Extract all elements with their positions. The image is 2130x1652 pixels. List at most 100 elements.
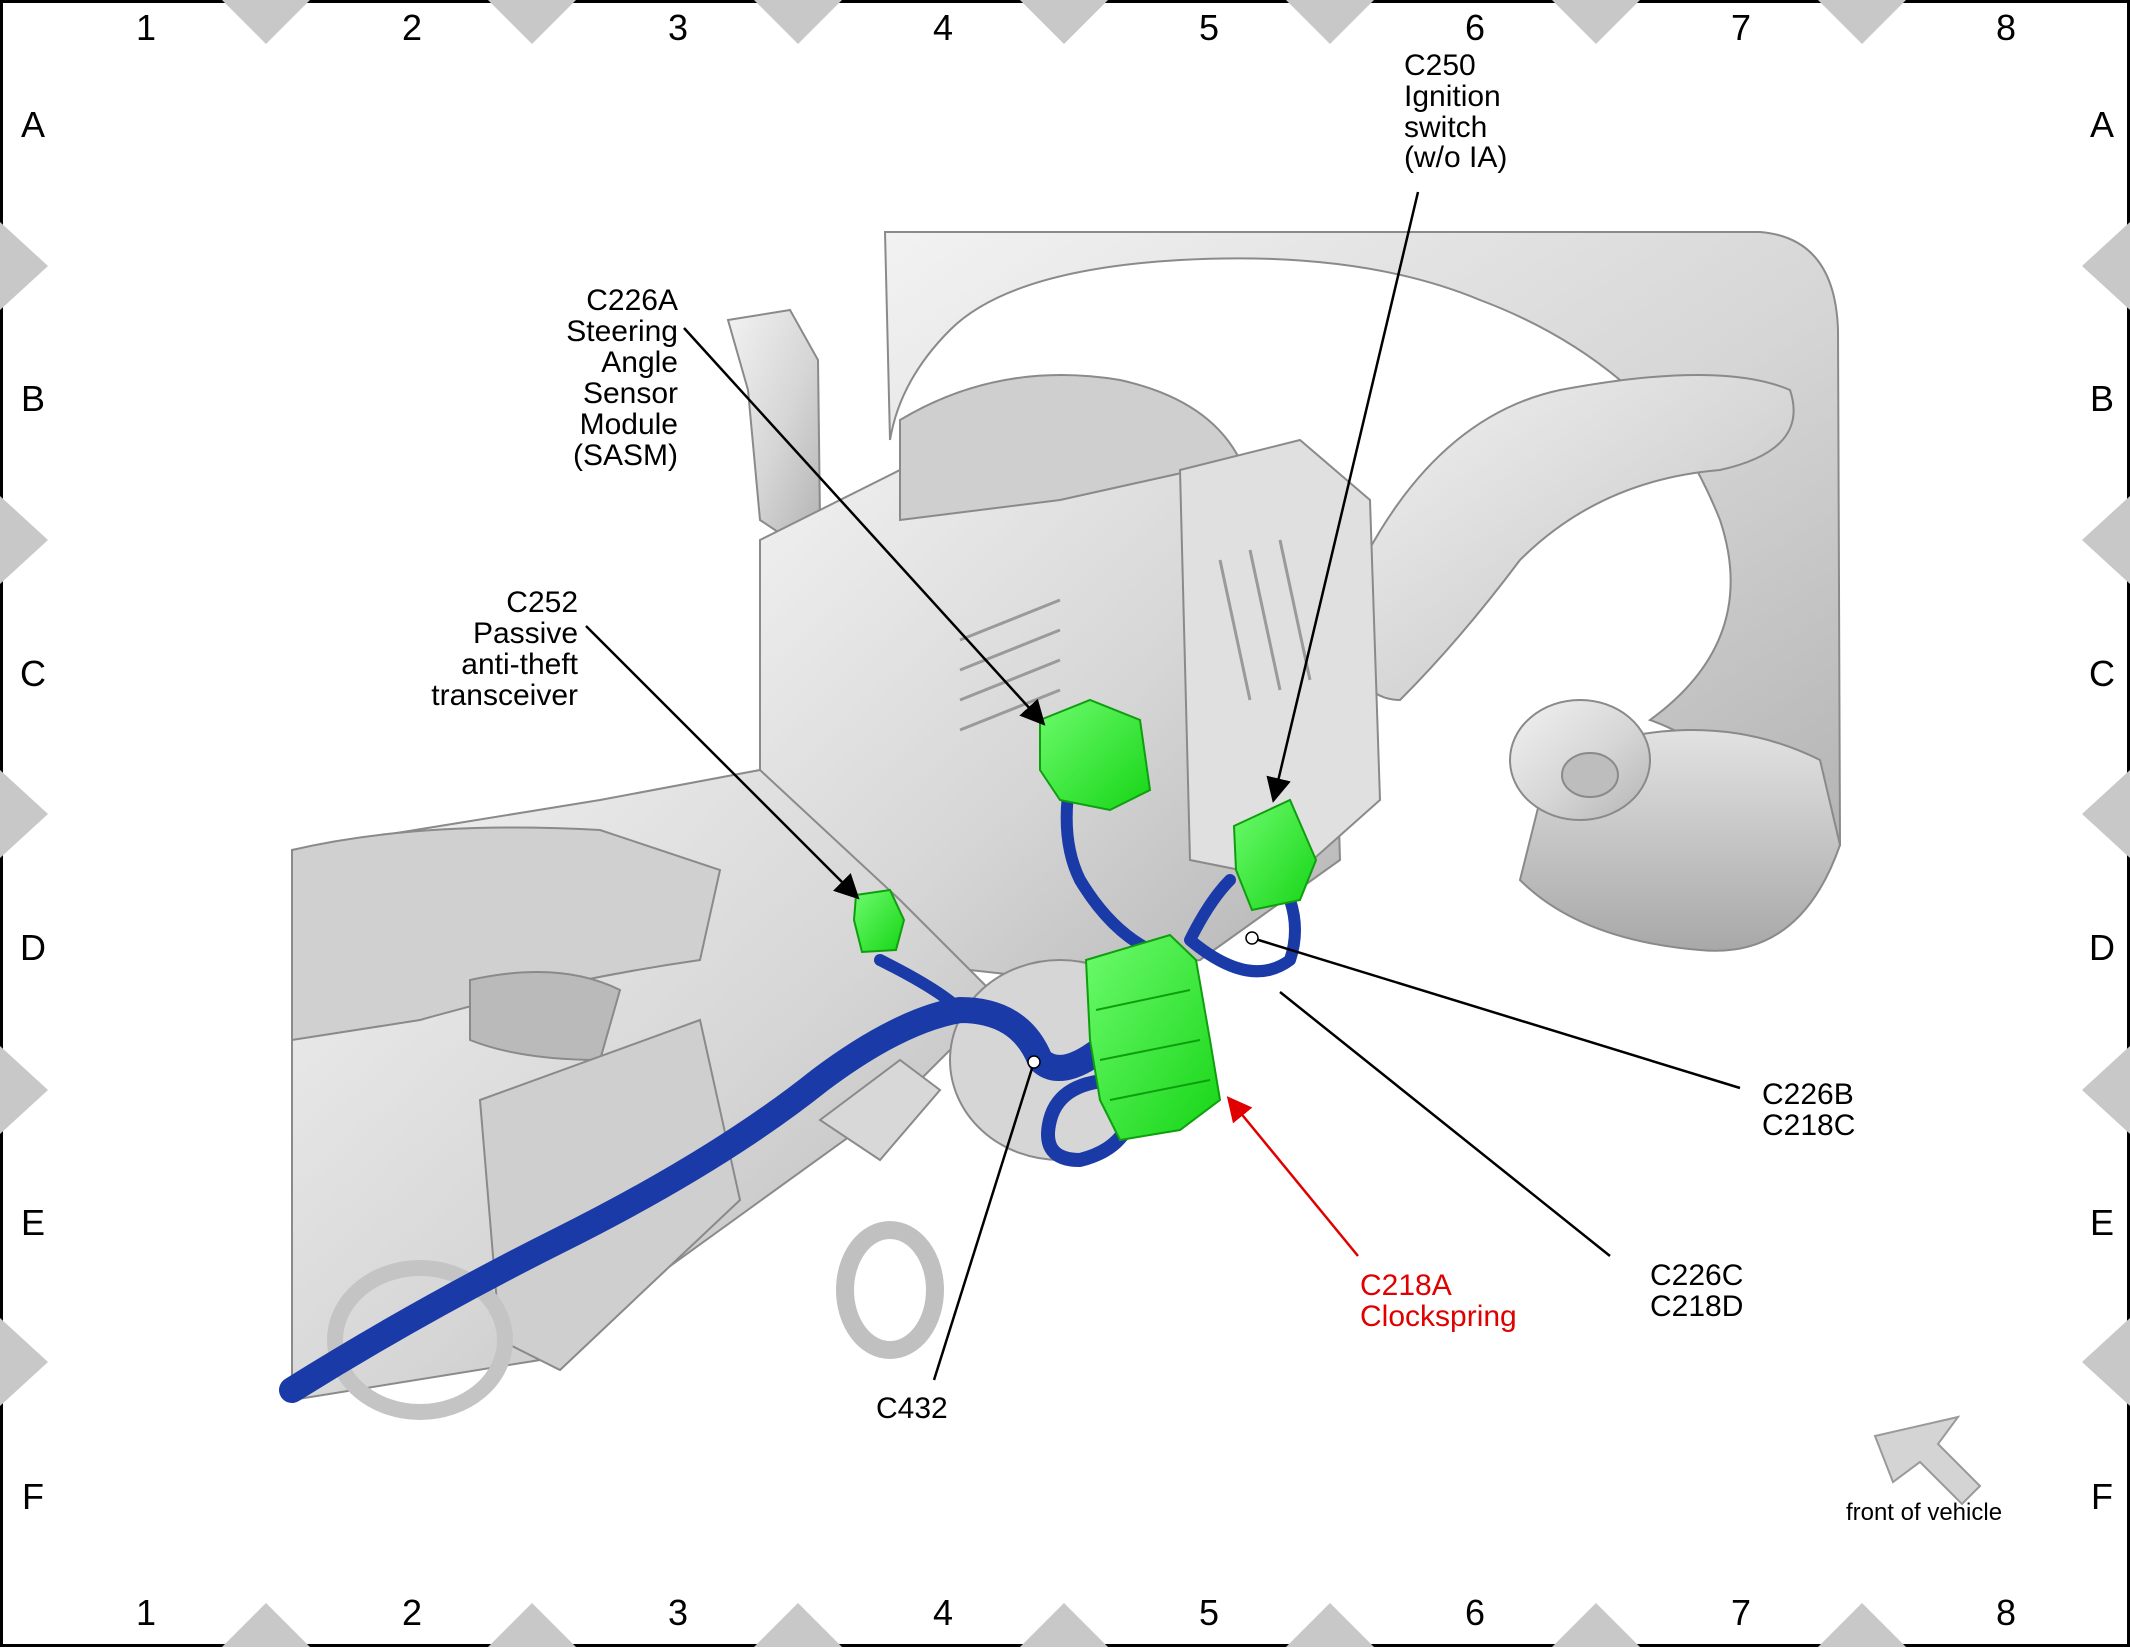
column-ring: [327, 1260, 513, 1420]
grid-column-labels-bottom: 1 2 3 4 5 6 7 8: [136, 1592, 2016, 1633]
harness-branch-ignition: [1184, 874, 1301, 978]
grid-row-label: D: [20, 927, 46, 968]
leader-c226b: [1251, 936, 1741, 1090]
leader-c226c: [1279, 991, 1611, 1257]
grid-col-label: 4: [933, 7, 953, 48]
callout-c226a-line: Angle: [601, 346, 678, 379]
callout-c432-line: C432: [876, 1392, 948, 1425]
bottom-marker: [1818, 1603, 1906, 1647]
grid-col-label: 8: [1996, 1592, 2016, 1633]
grid-column-labels-top: 1 2 3 4 5 6 7 8: [136, 7, 2016, 48]
callout-c250-line: (w/o IA): [1404, 141, 1507, 174]
front-of-vehicle-indicator: front of vehicle: [1846, 1415, 2002, 1526]
callout-c252-line: transceiver: [431, 679, 578, 712]
callout-c226c-line: C218D: [1650, 1290, 1743, 1323]
grid-row-label: C: [20, 653, 46, 694]
grid-row-label: B: [21, 378, 45, 419]
callout-c250-line: switch: [1404, 111, 1487, 144]
module-vents: [959, 539, 1312, 732]
callout-c252-line: anti-theft: [461, 648, 578, 681]
steering-column-illustration: [291, 231, 1842, 1420]
grid-col-label: 8: [1996, 7, 2016, 48]
left-marker: [0, 770, 48, 858]
grid-col-label: 2: [402, 1592, 422, 1633]
callout-c226a-line: Module: [580, 408, 678, 441]
left-marker: [0, 1046, 48, 1134]
callout-c226c: C226C C218D: [1650, 1259, 1743, 1323]
connectors: [852, 698, 1318, 1142]
pin-c432: [1027, 1055, 1041, 1069]
grid-row-label: A: [21, 104, 45, 145]
front-of-vehicle-label: front of vehicle: [1846, 1499, 2002, 1526]
steering-wheel-button: [1561, 752, 1619, 798]
callout-c226c-line: C226C: [1650, 1259, 1743, 1292]
callout-c226a-line: Sensor: [583, 377, 678, 410]
callout-c252: C252 Passive anti-theft transceiver: [431, 586, 578, 712]
grid-row-label: F: [2091, 1476, 2113, 1517]
callout-c226b-line: C226B: [1762, 1078, 1854, 1111]
grid-col-label: 2: [402, 7, 422, 48]
pin-c226b: [1245, 931, 1259, 945]
callout-c226b-line: C218C: [1762, 1109, 1855, 1142]
wiring-harness: [279, 774, 1301, 1403]
callout-c218a-line: Clockspring: [1360, 1300, 1517, 1333]
leader-c252: [585, 625, 860, 900]
grid-col-label: 7: [1731, 1592, 1751, 1633]
harness-loop: [1041, 1073, 1137, 1167]
grid-row-label: E: [2090, 1202, 2114, 1243]
callout-c252-line: C252: [506, 586, 578, 619]
grid-row-label: E: [21, 1202, 45, 1243]
left-marker: [0, 1318, 48, 1406]
callout-c226a-line: C226A: [586, 284, 678, 317]
bottom-marker: [1286, 1603, 1374, 1647]
top-marker: [1286, 0, 1374, 44]
connector-c252: [852, 888, 906, 954]
grid-col-label: 4: [933, 1592, 953, 1633]
tilt-lever-ring: [836, 1221, 944, 1359]
leader-c226a: [683, 327, 1046, 726]
leader-c250: [1266, 191, 1420, 803]
arrow-down-left-icon: [1873, 1415, 1982, 1506]
bottom-marker: [754, 1603, 842, 1647]
grid-row-labels-right: A B C D E F: [2089, 104, 2115, 1517]
harness-branch-sasm: [1060, 774, 1156, 956]
harness-branch-c252: [874, 954, 966, 1016]
harness-main: [279, 997, 1113, 1403]
top-marker: [754, 0, 842, 44]
right-marker: [2082, 222, 2130, 310]
grid-col-label: 6: [1465, 1592, 1485, 1633]
grid-row-label: C: [2089, 653, 2115, 694]
grid-row-label: A: [2090, 104, 2114, 145]
leader-c432: [932, 1061, 1036, 1381]
callout-c432: C432: [876, 1392, 948, 1425]
callout-c226a-line: Steering: [566, 315, 678, 348]
grid-col-label: 6: [1465, 7, 1485, 48]
grid-row-label: B: [2090, 378, 2114, 419]
leader-c218a: [1226, 1096, 1359, 1257]
instrument-cowl: [899, 374, 1242, 522]
callout-c252-line: Passive: [473, 617, 578, 650]
callout-c250-line: C250: [1404, 49, 1476, 82]
grid-col-label: 1: [136, 7, 156, 48]
callout-c226a: C226A Steering Angle Sensor Module (SASM…: [566, 284, 678, 472]
callout-c250: C250 Ignition switch (w/o IA): [1404, 49, 1507, 174]
right-marker: [2082, 1046, 2130, 1134]
top-marker: [1552, 0, 1640, 44]
callout-c226a-line: (SASM): [573, 439, 678, 472]
right-marker: [2082, 496, 2130, 584]
callout-c218a: C218A Clockspring: [1360, 1269, 1517, 1333]
steering-wheel-spoke-right: [1338, 374, 1795, 702]
bottom-marker: [1552, 1603, 1640, 1647]
left-marker: [0, 496, 48, 584]
top-marker: [1020, 0, 1108, 44]
bottom-marker: [488, 1603, 576, 1647]
connector-c218a-detail: [1095, 989, 1211, 1101]
grid-row-label: F: [22, 1476, 44, 1517]
grid-col-label: 3: [668, 1592, 688, 1633]
bottom-marker: [222, 1603, 310, 1647]
column-bracket-slot: [469, 971, 622, 1062]
switch-housing: [1178, 438, 1382, 882]
grid-col-label: 5: [1199, 1592, 1219, 1633]
